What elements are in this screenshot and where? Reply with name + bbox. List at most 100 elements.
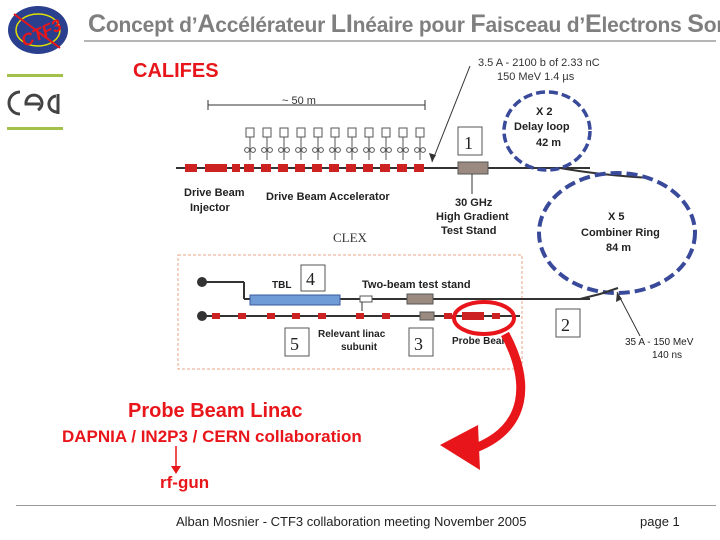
- rf-cell: [261, 147, 267, 153]
- cea-logo: [7, 90, 60, 116]
- box-5: [284, 327, 310, 357]
- title-initial: LI: [330, 10, 353, 38]
- rf-cell: [403, 147, 409, 153]
- two-beam-label: Two-beam test stand: [362, 279, 471, 291]
- title-initial: C: [88, 10, 106, 38]
- side-rule-bottom: [7, 127, 63, 130]
- title-text: lectrons: [601, 14, 688, 37]
- section-title: Probe Beam Linac: [128, 400, 303, 422]
- rf-cell: [278, 147, 284, 153]
- test-stand-freq: 30 GHz: [455, 197, 493, 209]
- tbl-label: TBL: [272, 280, 291, 291]
- klystron: [279, 127, 289, 138]
- klystron: [364, 127, 374, 138]
- rf-gun-label: rf-gun: [160, 473, 210, 492]
- probe-beam-magnets: [212, 312, 500, 320]
- rf-cell: [420, 147, 426, 153]
- klystron: [313, 127, 323, 138]
- param-pointer: [431, 65, 471, 163]
- injector-label-1: Drive Beam: [184, 187, 245, 199]
- combiner-ring: [537, 171, 697, 295]
- klystron: [245, 127, 255, 138]
- probe-beam-label: Probe Beam: [452, 336, 510, 347]
- clex-label: CLEX: [333, 230, 368, 245]
- klystron: [415, 127, 425, 138]
- accelerator-magnet: [261, 164, 271, 172]
- title-text: onde: [703, 14, 720, 37]
- klystron: [296, 127, 306, 138]
- title-initial: E: [585, 10, 602, 38]
- box-5-label: 5: [290, 334, 299, 354]
- rf-cell: [267, 147, 273, 153]
- accelerator-magnet: [380, 164, 390, 172]
- rf-cell: [363, 147, 369, 153]
- box-4: [300, 264, 326, 292]
- accelerator-magnet: [397, 164, 407, 172]
- rf-cell: [284, 147, 290, 153]
- highlight-arrowhead: [440, 425, 480, 470]
- ctf3-logo: CTF3: [8, 6, 68, 54]
- rf-cell: [414, 147, 420, 153]
- delay-loop-length: 42 m: [536, 137, 561, 149]
- rf-cell: [369, 147, 375, 153]
- injector-label-2: Injector: [190, 202, 230, 214]
- drive-beam-energy: 150 MeV 1.4 µs: [497, 71, 575, 83]
- rf-cell: [397, 147, 403, 153]
- relevant-label-1: Relevant linac: [318, 329, 386, 340]
- accelerator-magnet: [414, 164, 424, 172]
- title-text: néaire pour: [352, 14, 471, 37]
- rf-cell: [295, 147, 301, 153]
- rf-cell: [380, 147, 386, 153]
- title-rule: [84, 40, 716, 42]
- accelerator-magnet: [278, 164, 288, 172]
- injector-magnets: [185, 164, 240, 172]
- output-params-2: 140 ns: [652, 350, 682, 361]
- box-2-label: 2: [561, 315, 570, 335]
- drive-beam-params: 3.5 A - 2100 b of 2.33 nC: [478, 57, 600, 69]
- relevant-label-2: subunit: [341, 342, 378, 353]
- rf-cell: [386, 147, 392, 153]
- beam-dump-bottom: [197, 311, 207, 321]
- output-params-1: 35 A - 150 MeV: [625, 337, 694, 348]
- subtitle: CALIFES: [133, 60, 219, 82]
- klystron: [330, 127, 340, 138]
- rf-cell: [352, 147, 358, 153]
- rf-cell: [312, 147, 318, 153]
- accelerator-magnet: [244, 164, 254, 172]
- beam-dump-top: [197, 277, 207, 287]
- delay-loop-ring: [502, 90, 592, 172]
- collaboration-label: DAPNIA / IN2P3 / CERN collaboration: [62, 427, 362, 446]
- accelerator-label: Drive Beam Accelerator: [266, 191, 390, 203]
- side-rule-top: [7, 74, 63, 77]
- length-marker: ~ 50 m: [207, 95, 426, 110]
- length-label: ~ 50 m: [282, 95, 316, 107]
- accelerator-structures: [244, 127, 426, 172]
- title-text: aisceau d’: [485, 14, 586, 37]
- combiner-ring-label: Combiner Ring: [581, 227, 660, 239]
- clex-area: [177, 254, 523, 370]
- title-text: ccélérateur: [215, 14, 331, 37]
- title-initial: F: [470, 10, 486, 38]
- title-initial: S: [687, 10, 704, 38]
- box-2: [555, 308, 581, 338]
- title-initial: A: [197, 10, 216, 38]
- klystron: [381, 127, 391, 138]
- slide-title: Concept d’Accélérateur LInéaire pour Fai…: [88, 10, 720, 39]
- delay-loop-label: Delay loop: [514, 121, 570, 133]
- title-text: oncept d’: [105, 14, 198, 37]
- delay-loop-factor: X 2: [536, 106, 553, 118]
- box-4-label: 4: [306, 269, 315, 289]
- rf-cell: [346, 147, 352, 153]
- box-1-label: 1: [464, 133, 473, 153]
- rf-cell: [244, 147, 250, 153]
- two-beam-structure: [406, 293, 434, 305]
- highlight-arrow: [468, 331, 526, 455]
- footer-text: Alban Mosnier - CTF3 collaboration meeti…: [176, 514, 527, 529]
- accelerator-magnet: [312, 164, 322, 172]
- box-3-label: 3: [414, 334, 423, 354]
- test-stand-label-1: High Gradient: [436, 211, 509, 223]
- klystron: [262, 127, 272, 138]
- tbl-structure: [249, 294, 341, 306]
- combiner-ring-length: 84 m: [606, 242, 631, 254]
- rf-cell: [318, 147, 324, 153]
